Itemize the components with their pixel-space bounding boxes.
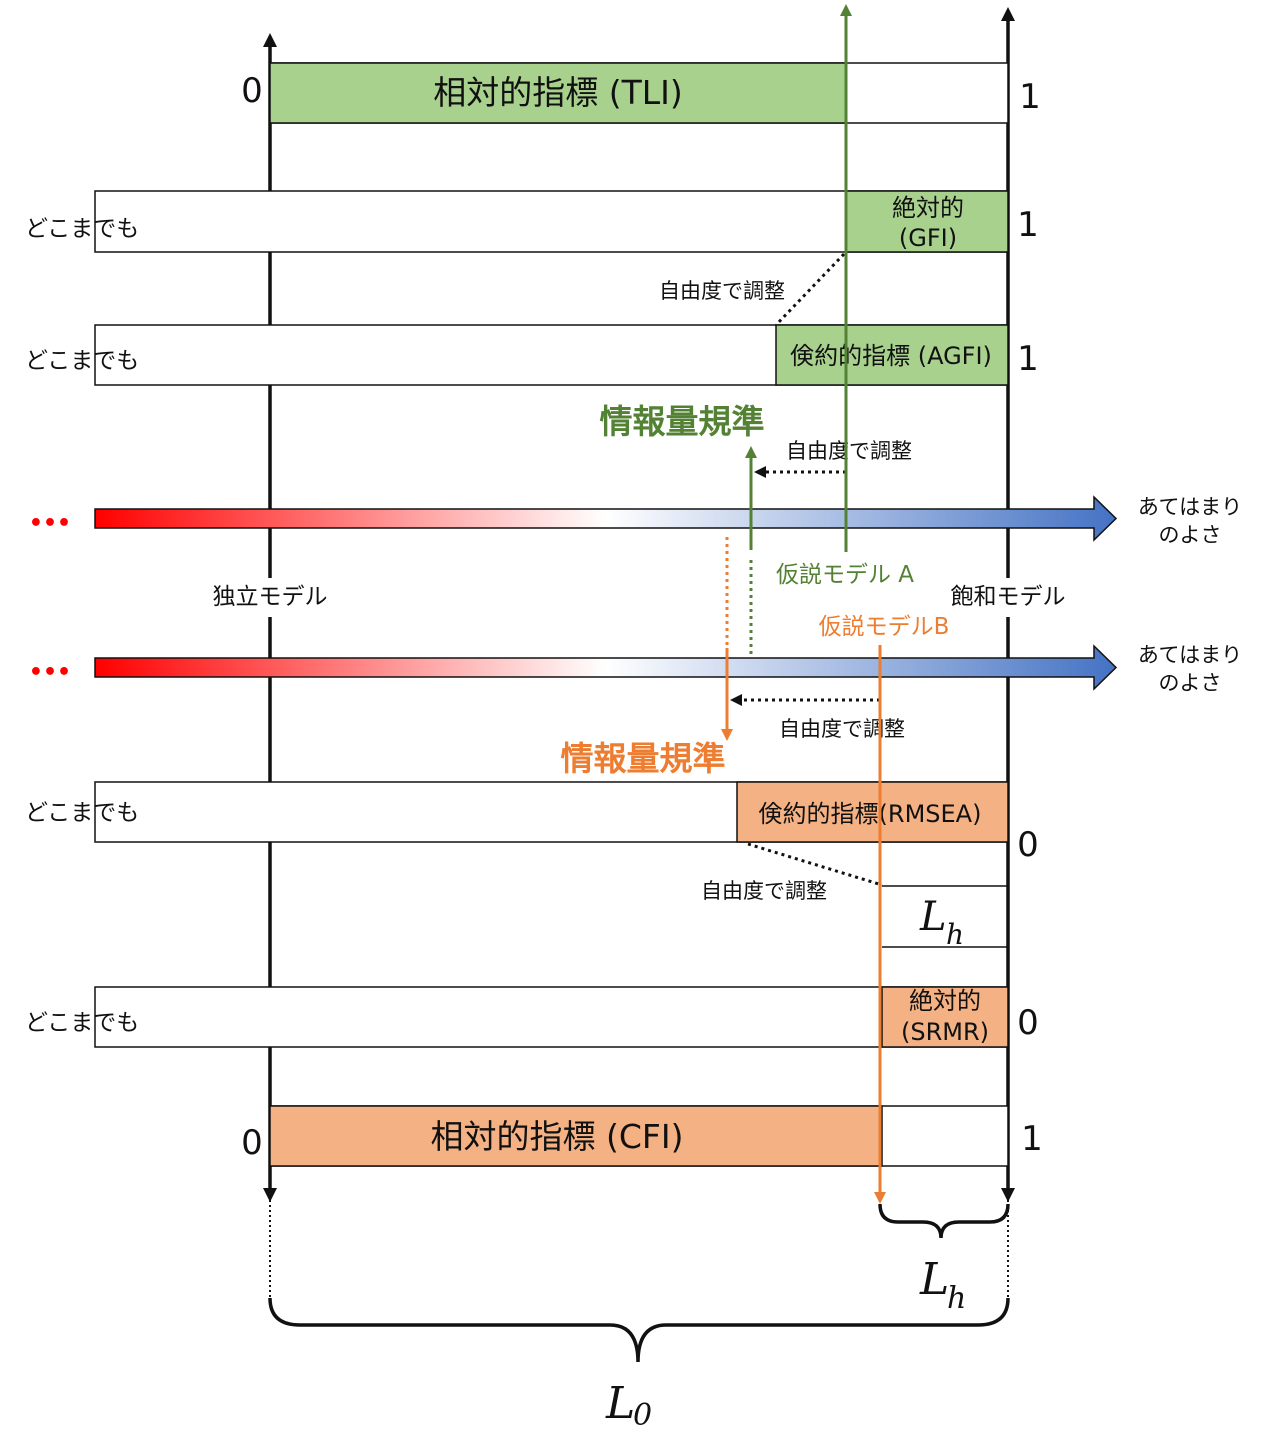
fit-bar-b <box>94 644 1118 691</box>
adjust-label-agfi: 自由度で調整 <box>659 279 785 303</box>
fit-a-label-line1: あてはまり <box>1138 495 1242 519</box>
lh-brace-subscript: h <box>947 1281 966 1316</box>
rmsea-label: 倹約的指標(RMSEA) <box>759 800 982 828</box>
lh-box-subscript: h <box>946 918 964 951</box>
tli-one-label: 1 <box>1019 77 1041 117</box>
fit-a-label-line2: のよさ <box>1159 523 1222 547</box>
cfi-label: 相対的指標 (CFI) <box>431 1117 684 1156</box>
l0-brace <box>268 1297 1010 1363</box>
agfi-one-label: 1 <box>1017 339 1039 379</box>
srmr-label-line1: 絶対的 <box>909 987 981 1015</box>
info-criterion-orange-label: 情報量規準 <box>561 739 726 778</box>
model-b-label: 仮説モデルB <box>819 614 950 640</box>
cfi-one-label: 1 <box>1021 1119 1043 1159</box>
agfi-bar: 倹約的指標 (AGFI) <box>94 324 1009 386</box>
tli-zero-label: 0 <box>241 71 263 111</box>
rmsea-adjust-line <box>747 842 883 887</box>
gfi-one-label: 1 <box>1017 205 1039 245</box>
l0-letter: L <box>605 1378 635 1429</box>
agfi-label: 倹約的指標 (AGFI) <box>790 342 992 370</box>
gfi-bar: 絶対的 (GFI) <box>94 190 1009 253</box>
lh-brace-label: L h <box>919 1254 966 1316</box>
srmr-zero-label: 0 <box>1017 1003 1039 1043</box>
cfi-zero-label: 0 <box>241 1123 263 1163</box>
srmr-label-line2: (SRMR) <box>901 1018 989 1046</box>
fit-bar-b-ellipsis: ••• <box>29 660 71 685</box>
srmr-anywhere-label: どこまでも <box>25 1010 139 1036</box>
adjust-label-rmsea: 自由度で調整 <box>701 879 827 903</box>
fit-bar-a <box>94 495 1118 542</box>
l0-subscript: 0 <box>633 1398 652 1433</box>
independent-model-label: 独立モデル <box>213 584 328 610</box>
gfi-label-line2: (GFI) <box>899 224 957 252</box>
adjust-label-info-green: 自由度で調整 <box>786 439 912 463</box>
model-a-label: 仮説モデル A <box>776 562 914 588</box>
cfi-bar: 相対的指標 (CFI) <box>269 1105 1009 1167</box>
tli-bar: 相対的指標 (TLI) <box>269 62 1009 124</box>
lh-box-letter: L <box>919 894 947 940</box>
gfi-label-line1: 絶対的 <box>892 194 964 222</box>
gfi-anywhere-label: どこまでも <box>25 216 139 242</box>
fit-bar-a-ellipsis: ••• <box>29 511 71 536</box>
info-criterion-green-label: 情報量規準 <box>600 402 765 441</box>
fit-b-label-line1: あてはまり <box>1138 643 1242 667</box>
lh-box: L h <box>882 885 1008 951</box>
l0-brace-label: L 0 <box>605 1378 652 1433</box>
rmsea-bar: 倹約的指標(RMSEA) <box>94 781 1009 843</box>
adjust-label-info-orange: 自由度で調整 <box>779 717 905 741</box>
saturated-model-label: 飽和モデル <box>951 584 1066 610</box>
fit-b-label-line2: のよさ <box>1159 671 1222 695</box>
lh-brace <box>878 1203 1010 1239</box>
lh-brace-letter: L <box>919 1254 949 1305</box>
rmsea-zero-label: 0 <box>1017 825 1039 865</box>
gfi-agfi-adjust-line <box>774 252 846 327</box>
rmsea-anywhere-label: どこまでも <box>25 800 139 826</box>
agfi-anywhere-label: どこまでも <box>25 348 139 374</box>
tli-label: 相対的指標 (TLI) <box>433 73 683 112</box>
srmr-bar: 絶対的 (SRMR) <box>94 986 1009 1048</box>
